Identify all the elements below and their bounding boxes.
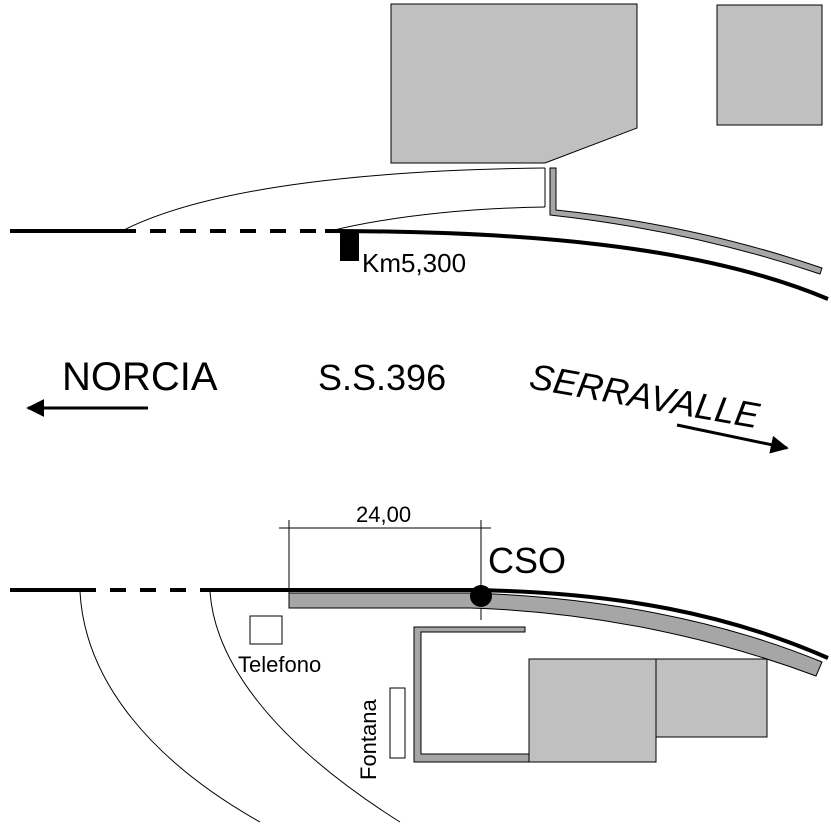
side-road-curve-left — [79, 591, 261, 823]
road-name-label: S.S.396 — [318, 357, 446, 398]
fontana-box — [389, 687, 406, 759]
l-shaped-wall — [413, 626, 530, 763]
dimension-label: 24,00 — [356, 502, 411, 527]
fontana-label: Fontana — [356, 699, 381, 780]
east-destination-label: SERRAVALLE — [527, 356, 764, 437]
telefono-box — [249, 615, 283, 645]
building-top-left — [390, 3, 638, 164]
km-marker-post — [340, 231, 359, 261]
road-solid-east-top — [324, 229, 829, 301]
east-arrow — [676, 423, 789, 454]
side-road-curve-right — [209, 591, 401, 823]
road-solid-east-bottom — [210, 588, 829, 660]
bottom-section: 24,00 CSO Telefono Fontana — [10, 502, 829, 823]
side-road-inner — [329, 206, 546, 232]
top-section: Km5,300 — [10, 3, 829, 301]
west-destination-label: NORCIA — [62, 355, 218, 399]
sidewalk-strip-bottom — [288, 592, 823, 677]
direction-labels: NORCIA S.S.396 SERRAVALLE — [26, 355, 789, 454]
curb-strip-top — [549, 167, 823, 275]
km-marker-label: Km5,300 — [362, 248, 466, 278]
building-top-right — [716, 4, 823, 126]
cso-point — [470, 585, 492, 607]
telefono-label: Telefono — [238, 652, 321, 677]
side-road-outer — [119, 167, 546, 233]
building-bottom-left — [528, 658, 657, 763]
building-bottom-right — [655, 658, 768, 738]
cso-label: CSO — [488, 540, 566, 581]
